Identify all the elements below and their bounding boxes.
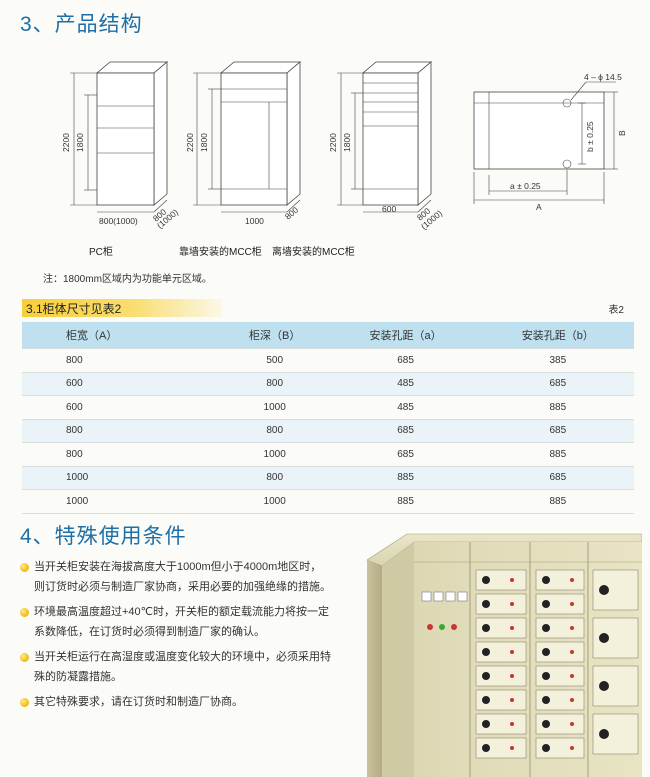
table-row: 1000 800 885 685 <box>22 465 634 490</box>
bullet-dot-icon <box>20 608 29 617</box>
cell-hole-a: 685 <box>329 442 482 466</box>
mcc-free-cabinet-drawing <box>337 61 433 213</box>
section-3-title: 3、产品结构 <box>20 13 143 36</box>
cell-hole-a: 685 <box>329 348 482 372</box>
mcc-wall-cabinet-drawing <box>193 61 302 213</box>
caption-pc: PC柜 <box>89 247 113 258</box>
mcc-free-height-1800: 1800 <box>342 133 352 152</box>
cell-width: 1000 <box>22 489 220 514</box>
dim-B: B <box>617 130 627 136</box>
cell-depth: 800 <box>219 465 330 490</box>
cell-hole-b: 685 <box>481 465 634 490</box>
cell-hole-a: 485 <box>329 395 482 419</box>
cell-hole-b: 385 <box>481 348 634 372</box>
cell-width: 1000 <box>22 465 220 490</box>
list-item: 当开关柜运行在高湿度或温度变化较大的环境中，必须采用特殊的防凝露措施。 <box>20 648 332 687</box>
condition-list: 当开关柜安装在海拔高度大于1000m但小于4000m地区时，则订货时必须与制造厂… <box>20 558 332 719</box>
cell-hole-a: 485 <box>329 371 482 396</box>
diagram-note: 注：1800mm区域内为功能单元区域。 <box>43 274 212 285</box>
cell-width: 600 <box>22 395 220 419</box>
mcc-free-width-label: 600 <box>382 204 396 214</box>
mcc-wall-width-label: 1000 <box>245 216 264 226</box>
cell-depth: 1000 <box>219 442 330 466</box>
mcc-wall-height-2200: 2200 <box>185 133 195 152</box>
cabinet-size-table: 柜宽（A） 柜深（B） 安装孔距（a） 安装孔距（b） 800 500 685 … <box>22 322 634 514</box>
section-4-title: 4、特殊使用条件 <box>20 525 187 548</box>
table-number-label: 表2 <box>608 305 624 316</box>
cell-hole-b: 685 <box>481 371 634 396</box>
cell-hole-a: 685 <box>329 418 482 443</box>
cell-hole-a: 885 <box>329 465 482 490</box>
bullet-dot-icon <box>20 653 29 662</box>
cell-depth: 500 <box>219 348 330 372</box>
cell-width: 800 <box>22 442 220 466</box>
cell-depth: 1000 <box>219 489 330 514</box>
bullet-dot-icon <box>20 698 29 707</box>
table-subtitle: 3.1柜体尺寸见表2 <box>26 302 122 316</box>
cell-hole-b: 685 <box>481 418 634 443</box>
bullet-dot-icon <box>20 563 29 572</box>
table-header-row: 柜宽（A） 柜深（B） 安装孔距（a） 安装孔距（b） <box>22 322 634 349</box>
col-header-hole-a: 安装孔距（a） <box>329 322 482 349</box>
table-row: 1000 1000 885 885 <box>22 489 634 514</box>
col-header-width: 柜宽（A） <box>22 322 220 349</box>
list-item-text: 环境最高温度超过+40℃时，开关柜的额定载流能力将按一定系数降低，在订货时必须得… <box>34 606 330 638</box>
list-item-text: 其它特殊要求，请在订货时和制造厂协商。 <box>34 696 243 708</box>
subtitle-highlight <box>22 299 222 317</box>
cell-hole-b: 885 <box>481 442 634 466</box>
table-row: 800 1000 685 885 <box>22 442 634 466</box>
dim-A: A <box>536 202 542 212</box>
hole-note: 4 – ϕ 14.5 <box>584 72 622 82</box>
pc-height-1800: 1800 <box>75 133 85 152</box>
list-item: 当开关柜安装在海拔高度大于1000m但小于4000m地区时，则订货时必须与制造厂… <box>20 558 332 597</box>
caption-mcc-wall: 靠墙安装的MCC柜 <box>179 247 262 258</box>
dim-a-tolerance: a ± 0.25 <box>510 181 541 191</box>
pc-cabinet-drawing <box>70 61 169 213</box>
mcc-wall-depth-800: 800 <box>283 205 301 222</box>
cell-hole-a: 885 <box>329 489 482 514</box>
base-plan-drawing <box>473 81 618 204</box>
dim-b-tolerance: b ± 0.25 <box>585 121 595 152</box>
cell-depth: 800 <box>219 418 330 443</box>
list-item: 其它特殊要求，请在订货时和制造厂协商。 <box>20 693 332 713</box>
table-row: 600 1000 485 885 <box>22 395 634 419</box>
cell-width: 800 <box>22 418 220 443</box>
table-row: 800 500 685 385 <box>22 348 634 372</box>
cell-depth: 800 <box>219 371 330 396</box>
col-header-hole-b: 安装孔距（b） <box>481 322 634 349</box>
list-item: 环境最高温度超过+40℃时，开关柜的额定载流能力将按一定系数降低，在订货时必须得… <box>20 603 332 642</box>
cabinet-diagrams: 2200 1800 800(1000) 800 (1000) 2200 1800… <box>61 61 627 232</box>
pc-height-2200: 2200 <box>61 133 71 152</box>
list-item-text: 当开关柜运行在高湿度或温度变化较大的环境中，必须采用特殊的防凝露措施。 <box>34 651 331 683</box>
switchgear-photo <box>366 533 642 777</box>
cell-hole-b: 885 <box>481 395 634 419</box>
list-item-text: 当开关柜安装在海拔高度大于1000m但小于4000m地区时，则订货时必须与制造厂… <box>34 561 331 593</box>
mcc-wall-height-1800: 1800 <box>199 133 209 152</box>
table-row: 600 800 485 685 <box>22 371 634 396</box>
cell-depth: 1000 <box>219 395 330 419</box>
cell-width: 800 <box>22 348 220 372</box>
table-row: 800 800 685 685 <box>22 418 634 443</box>
caption-mcc-free: 离墙安装的MCC柜 <box>272 247 355 258</box>
mcc-free-height-2200: 2200 <box>328 133 338 152</box>
cell-hole-b: 885 <box>481 489 634 514</box>
cell-width: 600 <box>22 371 220 396</box>
col-header-depth: 柜深（B） <box>219 322 330 349</box>
pc-width-label: 800(1000) <box>99 216 138 226</box>
